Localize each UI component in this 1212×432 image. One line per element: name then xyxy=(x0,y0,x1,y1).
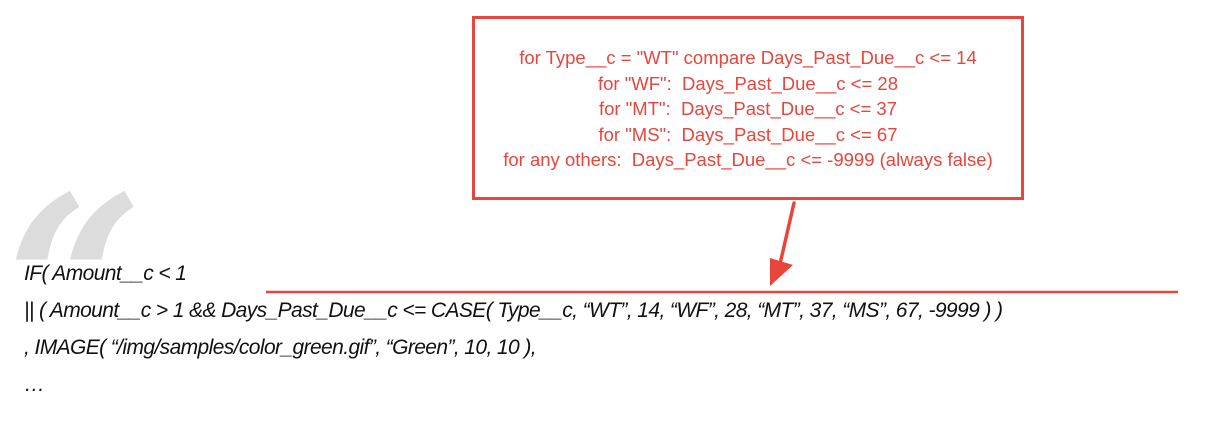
code-line: … xyxy=(24,373,45,396)
callout-line: for any others: Days_Past_Due__c <= -999… xyxy=(503,149,993,171)
callout-line: for "WF": Days_Past_Due__c <= 28 xyxy=(597,72,899,94)
annotation-callout-box: for Type__c = "WT" compare Days_Past_Due… xyxy=(472,16,1024,200)
callout-line: for Type__c = "WT" compare Days_Past_Due… xyxy=(519,47,977,69)
code-line: , IMAGE( “/img/samples/color_green.gif”,… xyxy=(24,336,537,359)
code-line: || ( Amount__c > 1 && Days_Past_Due__c <… xyxy=(24,299,1003,322)
formula-code-block: IF( Amount__c < 1 || ( Amount__c > 1 && … xyxy=(24,255,1003,403)
callout-line: for "MS": Days_Past_Due__c <= 67 xyxy=(598,123,898,145)
quote-mark-decoration: “ xyxy=(6,144,145,426)
code-line: IF( Amount__c < 1 xyxy=(24,262,187,285)
callout-line: for "MT": Days_Past_Due__c <= 37 xyxy=(599,98,897,120)
